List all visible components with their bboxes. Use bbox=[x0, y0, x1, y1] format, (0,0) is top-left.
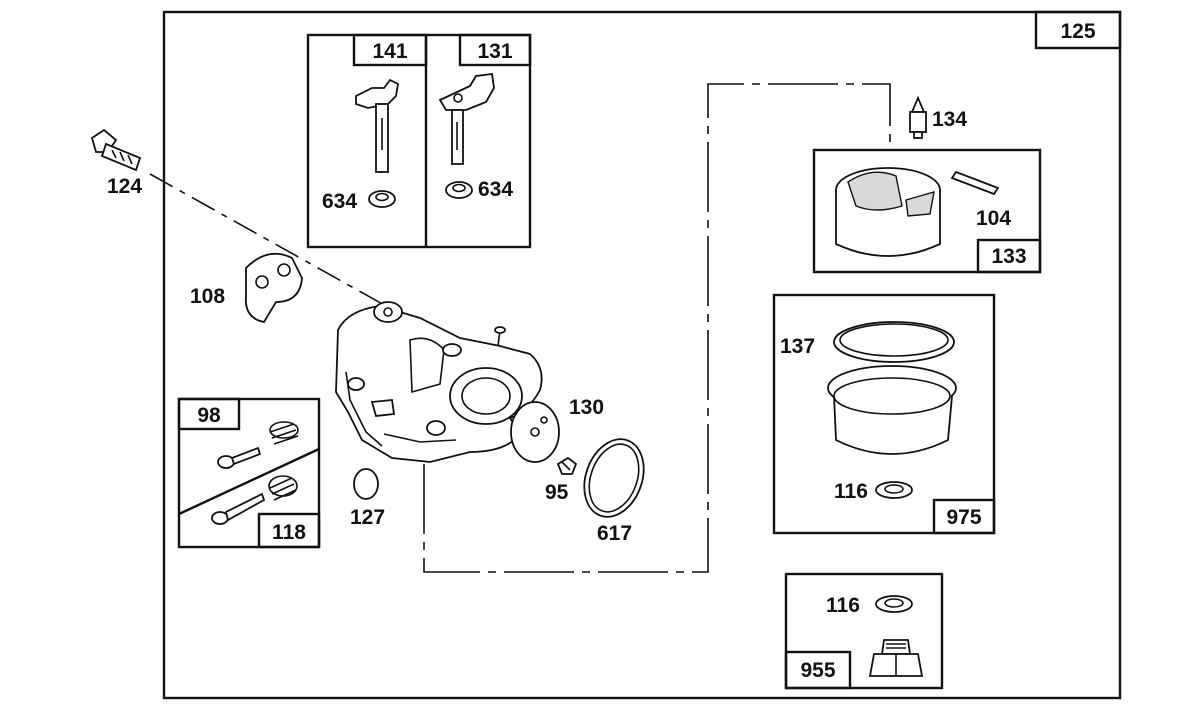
dust-seal-label: 108 bbox=[190, 285, 225, 308]
choke-seal-part bbox=[368, 190, 396, 208]
gasket-ring-part bbox=[583, 438, 645, 518]
bowl-washer-part bbox=[875, 481, 913, 499]
main-frame bbox=[162, 10, 1122, 700]
bowl-nut-kit-label: 955 bbox=[800, 659, 835, 682]
dust-seal-part bbox=[244, 252, 303, 324]
float-part bbox=[835, 167, 941, 257]
nut-washer-part bbox=[875, 595, 913, 613]
screw-kits-box: 98 118 bbox=[177, 397, 321, 549]
mixture-screw-kit-label: 98 bbox=[197, 404, 221, 427]
float-hinge-pin-part bbox=[950, 170, 1000, 196]
main-assembly-box bbox=[1034, 10, 1122, 50]
screw-label: 124 bbox=[107, 175, 142, 198]
screw-leader-line bbox=[149, 173, 387, 307]
small-screw-part bbox=[556, 456, 578, 475]
bowl-nut-part bbox=[868, 639, 924, 677]
small-screw-label: 95 bbox=[545, 481, 569, 504]
choke-shaft-label: 141 bbox=[372, 40, 407, 63]
plate-label: 130 bbox=[569, 396, 604, 419]
gasket-ring-label: 617 bbox=[597, 522, 632, 545]
choke-seal-label: 634 bbox=[322, 190, 357, 213]
welch-plug-label: 127 bbox=[350, 506, 385, 529]
carburetor-body bbox=[335, 301, 543, 463]
bowl-washer-label: 116 bbox=[834, 480, 868, 503]
float-needle-label: 134 bbox=[932, 108, 967, 131]
shafts-box: 141 131 634 634 bbox=[306, 33, 532, 249]
throttle-shaft-label: 131 bbox=[477, 40, 512, 63]
bowl-nut-kit-box: 955 116 bbox=[784, 572, 944, 690]
choke-shaft-part bbox=[355, 78, 399, 173]
adjusting-screw-part bbox=[211, 475, 298, 525]
float-hinge-pin-label: 104 bbox=[976, 207, 1011, 230]
bowl-gasket-part bbox=[833, 321, 955, 363]
nut-washer-label: 116 bbox=[826, 594, 860, 617]
throttle-seal-label: 634 bbox=[478, 178, 513, 201]
float-label: 133 bbox=[991, 245, 1026, 268]
main-assembly-label: 125 bbox=[1060, 20, 1095, 43]
bowl-leader-line bbox=[423, 83, 891, 573]
bowl-kit-box: 975 137 116 bbox=[772, 293, 996, 535]
throttle-shaft-part bbox=[438, 72, 495, 165]
screw-part bbox=[90, 128, 142, 172]
bowl-gasket-label: 137 bbox=[780, 335, 815, 358]
float-box: 133 104 bbox=[812, 148, 1042, 274]
welch-plug-part bbox=[353, 468, 379, 500]
mixture-screw-part bbox=[217, 421, 299, 469]
plate-part bbox=[510, 401, 560, 463]
adjusting-screw-kit-label: 118 bbox=[272, 521, 306, 544]
float-needle-part bbox=[909, 95, 927, 139]
throttle-seal-part bbox=[445, 181, 473, 199]
bowl-part bbox=[827, 365, 957, 455]
bowl-kit-label: 975 bbox=[946, 506, 981, 529]
